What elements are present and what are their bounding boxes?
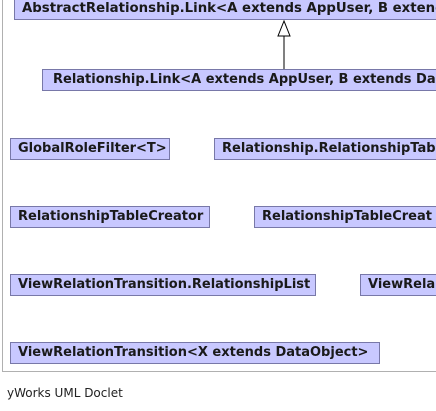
class-box-abstract-relationship-link[interactable]: AbstractRelationship.Link<A extends AppU… [14,0,436,20]
class-label: RelationshipTableCreat [262,209,432,224]
class-box-view-relation-partial[interactable]: ViewRela [360,274,436,296]
class-box-view-relation-transition[interactable]: ViewRelationTransition<X extends DataObj… [10,342,380,364]
class-label: Relationship.Link<A extends AppUser, B e… [53,72,436,87]
class-label: ViewRela [368,277,436,292]
class-box-relationship-table-creator-2[interactable]: RelationshipTableCreat [254,206,436,228]
class-box-relationship-list[interactable]: ViewRelationTransition.RelationshipList [10,274,316,296]
class-box-relationship-table[interactable]: Relationship.RelationshipTab [214,138,436,160]
inheritance-arrowhead [277,19,291,37]
uml-diagram-canvas [2,0,436,372]
class-label: RelationshipTableCreator [18,209,204,224]
class-label: Relationship.RelationshipTab [222,141,436,156]
class-box-relationship-link[interactable]: Relationship.Link<A extends AppUser, B e… [42,69,436,91]
class-box-relationship-table-creator[interactable]: RelationshipTableCreator [10,206,210,228]
class-box-global-role-filter[interactable]: GlobalRoleFilter<T> [10,138,170,160]
class-label: AbstractRelationship.Link<A extends AppU… [22,1,436,16]
footer-caption: yWorks UML Doclet [7,386,123,400]
class-label: GlobalRoleFilter<T> [18,141,167,156]
class-label: ViewRelationTransition.RelationshipList [18,277,311,292]
class-label: ViewRelationTransition<X extends DataObj… [18,345,369,360]
